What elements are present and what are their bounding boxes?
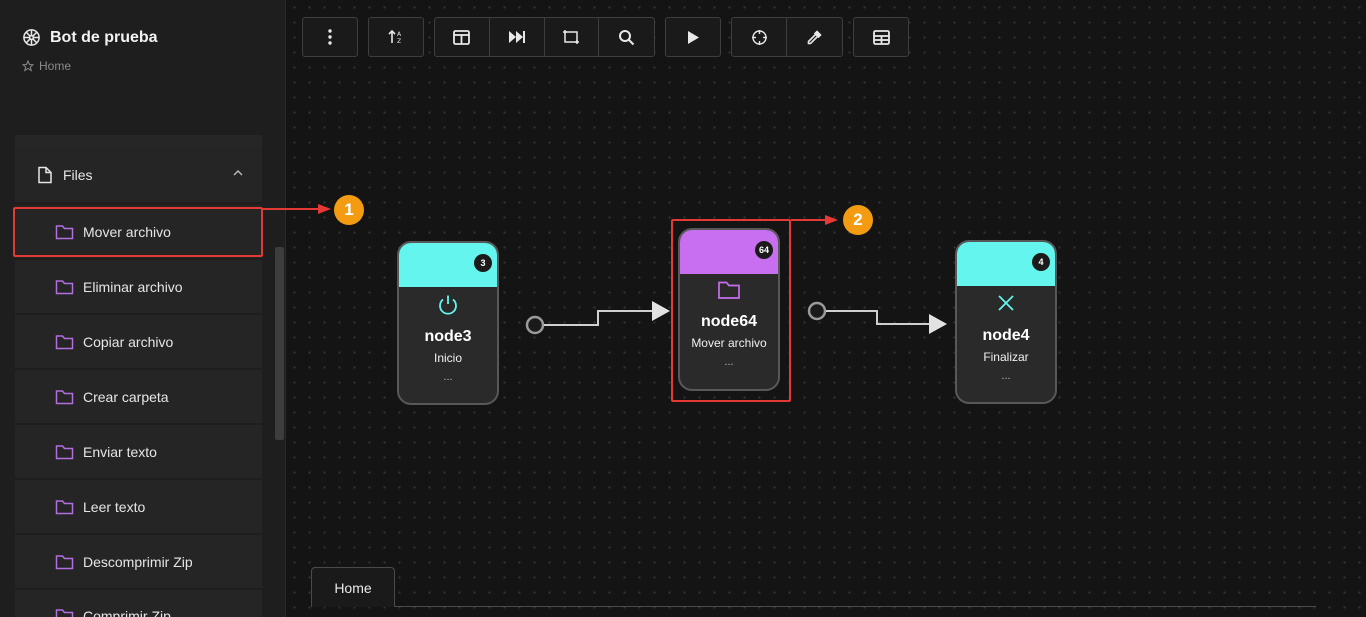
picker-button[interactable] [787, 18, 842, 56]
sidebar-item-descomprimir-zip[interactable]: Descomprimir Zip [15, 535, 262, 588]
more-vertical-icon [328, 29, 332, 45]
folder-icon [55, 389, 74, 405]
flow-node-node4[interactable]: 4 node4 Finalizar ... [955, 240, 1057, 404]
folder-icon [55, 334, 74, 350]
play-icon [687, 30, 700, 45]
node-badge: 64 [755, 241, 773, 259]
node-more[interactable]: ... [724, 356, 734, 368]
tab-bar-line [395, 606, 1316, 607]
node-header: 64 [680, 230, 778, 274]
sidebar-item-comprimir-zip[interactable]: Comprimir Zip [15, 590, 262, 617]
node-badge: 4 [1032, 253, 1050, 271]
run-button[interactable] [665, 17, 721, 57]
sidebar-item-label: Descomprimir Zip [83, 553, 193, 570]
sidebar: Bot de prueba Home Files Mover archivo E… [0, 0, 286, 617]
folder-icon [55, 279, 74, 295]
table-view-button[interactable] [853, 17, 909, 57]
folder-icon [680, 280, 778, 306]
folder-icon [55, 499, 74, 515]
files-group-header[interactable]: Files [15, 147, 262, 202]
sidebar-item-copiar-archivo[interactable]: Copiar archivo [15, 315, 262, 368]
eyedropper-icon [806, 29, 823, 46]
folder-icon [55, 554, 74, 570]
search-icon [618, 29, 635, 46]
power-icon [399, 293, 497, 319]
node-badge: 3 [474, 254, 492, 272]
layout-button[interactable] [435, 18, 490, 56]
node-header: 3 [399, 243, 497, 287]
more-options-button[interactable] [302, 17, 358, 57]
node-label: Mover archivo [691, 336, 767, 350]
svg-text:Z: Z [397, 38, 401, 45]
file-icon [37, 166, 53, 184]
sidebar-item-leer-texto[interactable]: Leer texto [15, 480, 262, 533]
sidebar-item-mover-archivo[interactable]: Mover archivo [15, 205, 262, 258]
app-title: Bot de prueba [50, 28, 158, 46]
highlight-box-node [671, 219, 791, 402]
svg-text:A: A [397, 31, 402, 38]
node-name: node4 [982, 327, 1030, 344]
skip-forward-button[interactable] [490, 18, 545, 56]
flow-node-node3[interactable]: 3 node3 Inicio ... [397, 241, 499, 405]
edge-node64-node4[interactable] [807, 301, 947, 334]
sidebar-item-label: Leer texto [83, 498, 146, 515]
edge-node3-node64[interactable] [525, 301, 670, 335]
node-name: node3 [424, 328, 472, 345]
star-icon[interactable] [22, 60, 34, 72]
sidebar-item-label: Crear carpeta [83, 388, 169, 405]
step-badge-2: 2 [843, 205, 873, 235]
files-group-label: Files [63, 166, 93, 183]
node-header: 4 [957, 242, 1055, 286]
sidebar-item-crear-carpeta[interactable]: Crear carpeta [15, 370, 262, 423]
arrow-to-step-2 [791, 215, 838, 225]
sidebar-item-label: Comprimir Zip [83, 608, 171, 617]
wheel-icon [22, 28, 41, 47]
breadcrumb[interactable]: Home [22, 59, 71, 73]
fit-view-button[interactable] [545, 18, 600, 56]
sidebar-scrollbar[interactable] [275, 247, 284, 440]
folder-icon [55, 608, 74, 617]
sidebar-item-eliminar-archivo[interactable]: Eliminar archivo [15, 260, 262, 313]
folder-icon [55, 224, 74, 240]
layout-icon [453, 29, 471, 45]
view-controls-group [434, 17, 655, 57]
sidebar-item-enviar-texto[interactable]: Enviar texto [15, 425, 262, 478]
arrow-to-step-1 [263, 204, 331, 214]
fit-view-icon [562, 29, 580, 45]
tab-home[interactable]: Home [311, 567, 395, 607]
tools-group [731, 17, 843, 57]
node-name: node64 [700, 313, 757, 330]
search-button[interactable] [599, 18, 654, 56]
node-label: Finalizar [983, 350, 1029, 364]
flow-node-node64[interactable]: 64 node64 Mover archivo ... [678, 228, 780, 391]
brand: Bot de prueba [22, 28, 158, 47]
close-icon [957, 292, 1055, 318]
node-more[interactable]: ... [1001, 370, 1011, 382]
node-more[interactable]: ... [443, 371, 453, 383]
sidebar-item-label: Copiar archivo [83, 333, 174, 350]
chevron-up-icon[interactable] [232, 167, 244, 179]
skip-forward-icon [508, 30, 526, 44]
sidebar-item-label: Mover archivo [83, 223, 171, 240]
table-icon [872, 29, 890, 45]
crosshair-icon [751, 29, 768, 46]
locate-button[interactable] [732, 18, 787, 56]
step-badge-1: 1 [334, 195, 364, 225]
sidebar-divider [15, 135, 262, 147]
sidebar-item-label: Enviar texto [83, 443, 157, 460]
folder-icon [55, 444, 74, 460]
sidebar-item-label: Eliminar archivo [83, 278, 183, 295]
node-label: Inicio [433, 351, 462, 365]
highlight-box-sidebar-item [13, 207, 263, 257]
breadcrumb-home[interactable]: Home [39, 59, 72, 73]
